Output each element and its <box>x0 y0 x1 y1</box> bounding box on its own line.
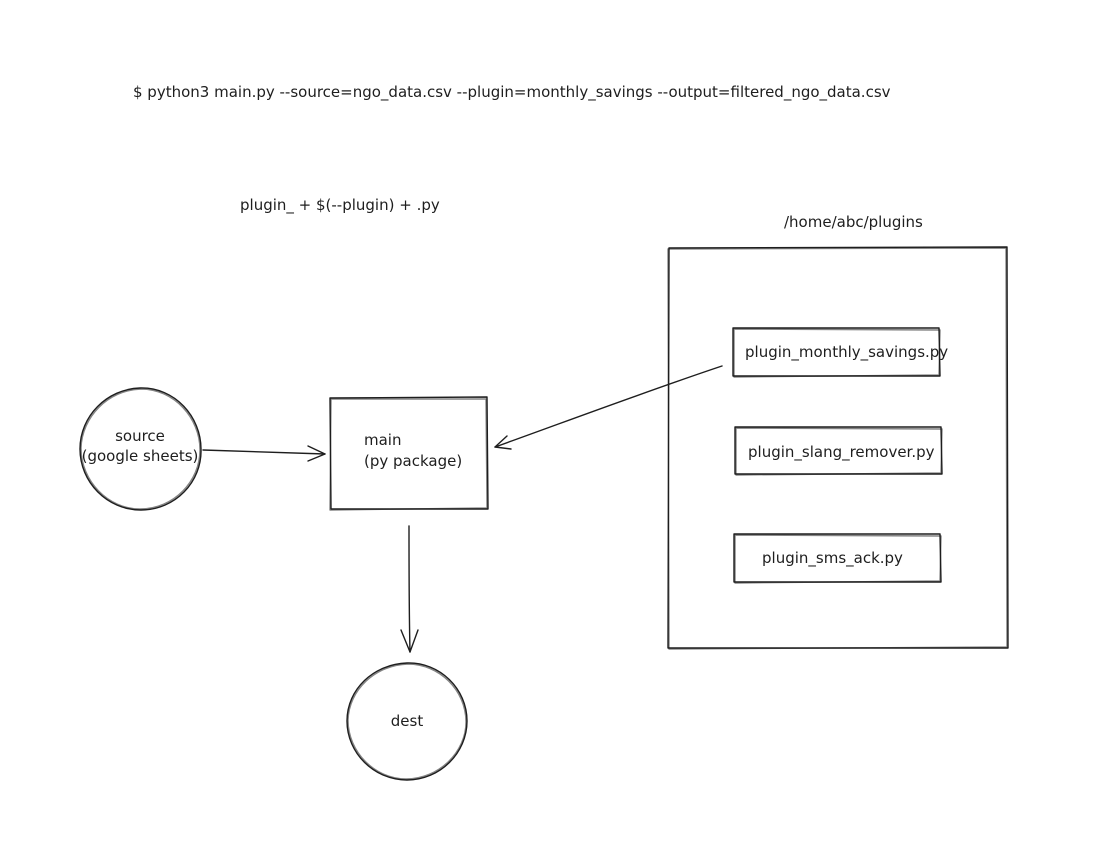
plugin-file-sms-ack: plugin_sms_ack.py <box>733 533 942 584</box>
plugin-file-slang-remover: plugin_slang_remover.py <box>734 426 943 476</box>
main-node: main (py package) <box>329 396 489 511</box>
arrow-plugin-to-main <box>494 365 723 450</box>
plugin-file-label: plugin_sms_ack.py <box>762 549 903 568</box>
plugins-dir-label: /home/abc/plugins <box>784 213 923 231</box>
source-sublabel: (google sheets) <box>82 447 199 465</box>
plugin-file-monthly-savings: plugin_monthly_savings.py <box>732 327 948 378</box>
plugin-file-label: plugin_monthly_savings.py <box>745 343 948 362</box>
command-text: $ python3 main.py --source=ngo_data.csv … <box>133 83 891 102</box>
plugin-formula-text: plugin_ + $(--plugin) + .py <box>240 196 440 215</box>
plugin-file-label: plugin_slang_remover.py <box>748 443 935 462</box>
main-sublabel: (py package) <box>364 452 462 470</box>
source-label: source <box>115 427 165 445</box>
source-node: source (google sheets) <box>79 387 202 511</box>
dest-node: dest <box>346 662 468 781</box>
plugins-dir-box <box>667 246 1009 650</box>
arrow-main-to-dest <box>400 525 419 653</box>
main-label: main <box>364 431 401 449</box>
arrow-source-to-main <box>202 445 326 462</box>
dest-label: dest <box>391 712 424 730</box>
